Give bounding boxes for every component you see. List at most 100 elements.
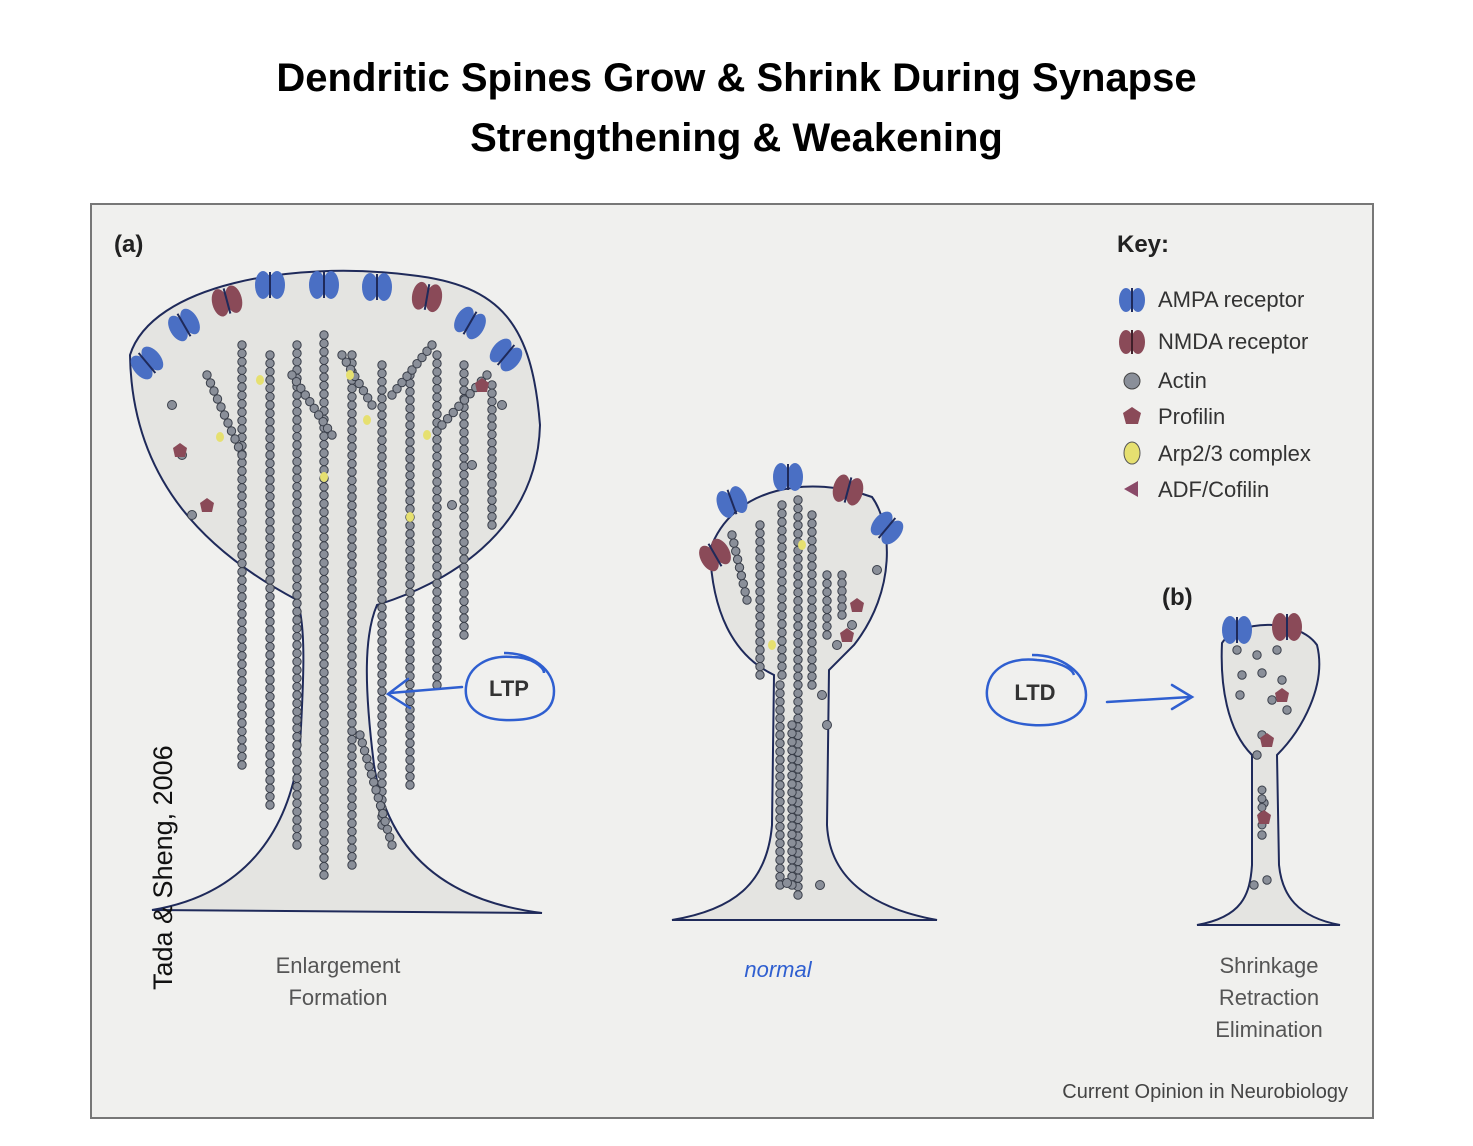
actin-bead xyxy=(787,812,797,823)
actin-bead xyxy=(793,654,803,665)
actin-bead xyxy=(265,575,275,585)
profilin xyxy=(173,443,187,457)
actin-bead xyxy=(292,548,302,559)
key-label-actin: Actin xyxy=(1158,368,1207,393)
actin-bead xyxy=(793,554,803,564)
actin-bead xyxy=(459,427,469,438)
actin-bead xyxy=(292,690,302,700)
actin-bead xyxy=(459,613,469,623)
actin-bead xyxy=(815,880,825,890)
actin-bead xyxy=(347,584,357,594)
actin-bead xyxy=(1232,645,1242,655)
actin-bead xyxy=(454,401,464,411)
actin-bead xyxy=(292,698,302,709)
actin-bead xyxy=(487,454,497,464)
ltp-arrow xyxy=(385,677,464,710)
actin-bead xyxy=(787,737,797,747)
actin-bead xyxy=(292,656,302,667)
actin-bead xyxy=(487,487,497,497)
actin-bead xyxy=(377,435,387,445)
profilin xyxy=(840,628,854,642)
actin-bead xyxy=(292,706,302,717)
actin-bead xyxy=(397,377,407,388)
actin-bead xyxy=(793,528,803,539)
key-item-actin: Actin xyxy=(1123,368,1207,393)
actin-bead xyxy=(777,610,787,621)
actin-bead xyxy=(405,445,415,456)
actin-bead xyxy=(377,510,387,521)
caption-small-1: Shrinkage xyxy=(1219,953,1318,978)
actin-bead xyxy=(405,420,415,430)
actin-bead xyxy=(265,408,275,419)
actin-bead xyxy=(487,520,497,530)
actin-bead xyxy=(1257,785,1267,795)
actin-bead xyxy=(237,348,247,359)
actin-bead xyxy=(292,573,302,584)
actin-bead xyxy=(402,371,412,381)
ltd-label: LTD xyxy=(1014,680,1055,705)
actin-bead xyxy=(377,678,387,688)
actin-bead xyxy=(459,453,469,463)
actin-bead xyxy=(292,506,302,517)
actin-bead xyxy=(237,735,247,745)
actin-bead xyxy=(265,600,275,610)
actin-bead xyxy=(265,733,275,744)
actin-bead xyxy=(405,479,415,489)
actin-bead xyxy=(777,568,787,578)
profilin xyxy=(1275,688,1289,702)
actin-bead xyxy=(237,592,247,602)
actin-bead xyxy=(807,552,817,563)
actin-bead xyxy=(459,512,469,522)
actin-bead xyxy=(755,636,765,647)
actin-bead xyxy=(377,485,387,496)
actin-bead xyxy=(432,392,442,403)
actin-bead xyxy=(377,402,387,412)
actin-bead xyxy=(775,730,785,740)
actin-bead xyxy=(237,450,247,460)
actin-bead xyxy=(775,696,785,707)
actin-bead xyxy=(777,653,787,663)
actin-bead xyxy=(237,617,247,627)
actin-bead xyxy=(287,370,297,380)
actin-bead xyxy=(377,569,387,579)
actin-bead xyxy=(742,595,752,605)
actin-bead xyxy=(807,518,817,529)
actin-bead xyxy=(237,676,247,686)
actin-bead xyxy=(377,393,387,404)
actin-bead xyxy=(377,452,387,462)
actin-bead xyxy=(347,626,357,636)
actin-bead xyxy=(755,603,765,614)
actin-bead xyxy=(459,529,469,539)
actin-bead xyxy=(292,398,302,409)
actin-bead xyxy=(793,680,803,690)
actin-bead xyxy=(292,756,302,767)
actin-bead xyxy=(347,400,357,410)
actin-bead xyxy=(237,659,247,669)
actin-bead xyxy=(377,410,387,420)
actin-bead xyxy=(292,356,302,367)
actin-bead xyxy=(487,495,497,505)
actin-bead xyxy=(367,400,377,410)
actin-bead xyxy=(405,696,415,707)
actin-bead xyxy=(265,725,275,735)
actin-bead xyxy=(347,576,357,586)
actin-bead xyxy=(777,576,787,587)
actin-bead xyxy=(459,486,469,497)
key-label-nmda: NMDA receptor xyxy=(1158,329,1308,354)
actin-bead xyxy=(347,651,357,661)
actin-bead xyxy=(319,743,329,754)
actin-bead xyxy=(793,705,803,715)
caption-normal: normal xyxy=(744,957,812,982)
actin-bead xyxy=(292,540,302,550)
actin-bead xyxy=(775,855,785,865)
actin-bead xyxy=(319,507,329,517)
actin-bead xyxy=(265,700,275,710)
actin-bead xyxy=(405,403,415,414)
actin-bead xyxy=(300,390,311,400)
cofilin-icon xyxy=(1124,481,1138,497)
actin-bead xyxy=(347,350,357,360)
actin-bead xyxy=(787,779,797,789)
actin-bead xyxy=(377,753,387,763)
actin-bead xyxy=(432,401,442,411)
actin-bead xyxy=(793,596,803,606)
